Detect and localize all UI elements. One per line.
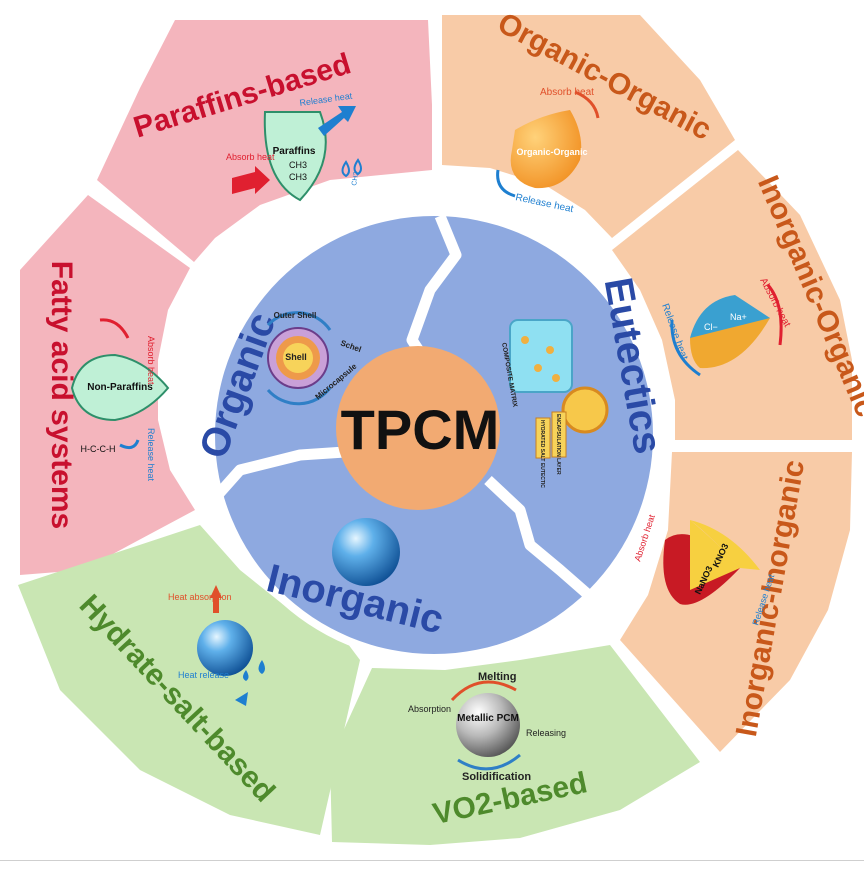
fatty-absorb: Absorb heat [146, 336, 156, 385]
sector-vo2 [330, 645, 700, 845]
vo2-absorption: Absorption [408, 704, 451, 714]
vo2-solidification: Solidification [462, 771, 531, 783]
bottom-rule [0, 860, 864, 861]
paraffins-absorb: Absorb heat [226, 152, 275, 162]
outer-shell-text: Outer Shell [274, 311, 317, 320]
hydrated-salt-text: HYDRATED SALT EUTECTIC [539, 420, 545, 488]
crack-divider-right [484, 475, 604, 610]
center-label: TPCM [341, 398, 500, 461]
metallic-pcm-icon: Metallic PCM Melting Solidification Abso… [408, 671, 566, 783]
composite-matrix-icon: COMPOSITE MATRIX ENCAPSULATION LAYER HYD… [500, 319, 609, 488]
inorgorg-cl: Cl− [704, 322, 718, 332]
sector-paraffins [97, 20, 432, 262]
orgorg-drop-text: Organic-Organic [516, 147, 587, 157]
hydrate-heat-abs: Heat absorption [168, 592, 232, 602]
paraffins-ch2: CH2 [351, 171, 360, 186]
hydrate-salt-icon: Heat absorption Heat release [168, 585, 265, 706]
center-circle [336, 346, 500, 510]
sector-inorganic-inorganic [620, 452, 852, 752]
vo2-releasing: Releasing [526, 728, 566, 738]
inorgorg-na: Na+ [730, 312, 747, 322]
paraffins-ch3a: CH3 [289, 160, 307, 170]
inorganic-sphere-icon [332, 518, 400, 586]
encapsulation-text: ENCAPSULATION LAYER [555, 414, 561, 475]
paraffins-drop-text: Paraffins [273, 146, 316, 157]
shell-text: Shell [285, 352, 307, 362]
hydrate-heat-rel: Heat release [178, 670, 229, 680]
crack-divider-left [195, 446, 346, 519]
sector-hydrate-salt [18, 525, 360, 835]
fatty-formula: H-C-C-H [81, 444, 116, 454]
fatty-acid-label: Fatty acid systems [45, 261, 78, 529]
sector-organic-organic [442, 15, 735, 238]
orgorg-absorb: Absorb heat [540, 87, 594, 98]
fatty-drop-text: Non-Paraffins [87, 382, 153, 393]
paraffins-ch3b: CH3 [289, 172, 307, 182]
vo2-pcm-text: Metallic PCM [457, 713, 519, 724]
vo2-melting: Melting [478, 671, 517, 683]
sector-inorganic-organic [612, 150, 852, 440]
fatty-release: Release heat [146, 428, 156, 482]
fatty-acid-drop-icon: Non-Paraffins Absorb heat Release heat H… [70, 318, 170, 482]
